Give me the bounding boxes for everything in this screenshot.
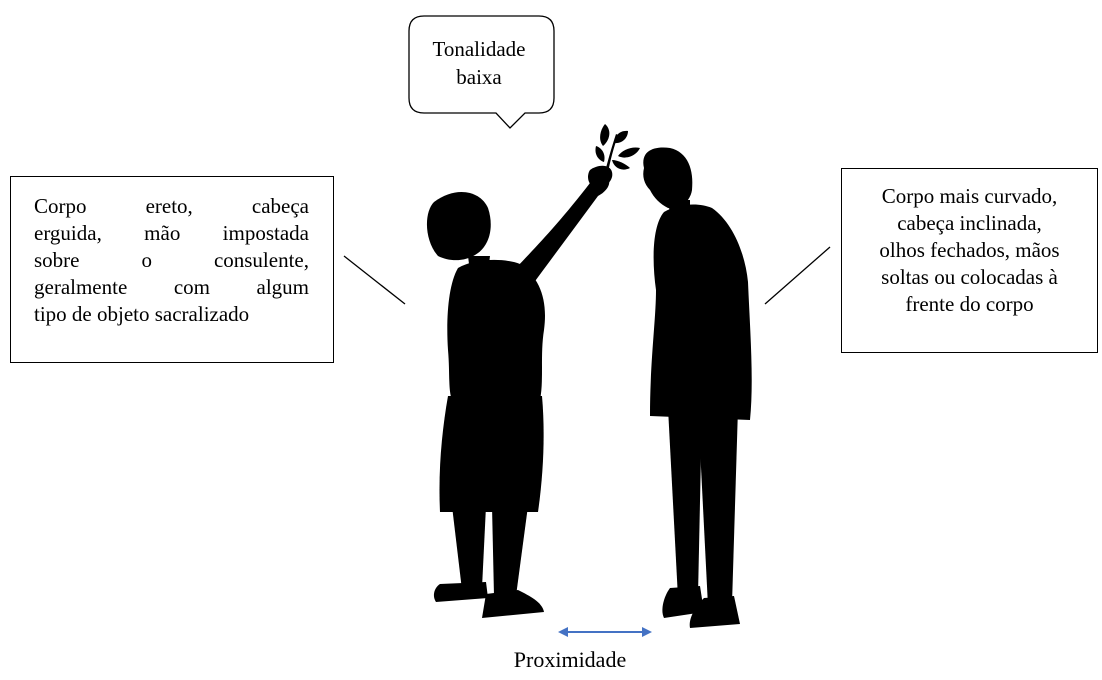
word: mão [144, 221, 181, 245]
speech-bubble-line: Tonalidade [432, 37, 526, 61]
word: com [173, 275, 210, 299]
woman-silhouette [426, 165, 613, 618]
left-box-line: Corpo ereto, cabeça [34, 193, 309, 220]
left-box-line: erguida, mão impostada [34, 220, 309, 247]
word: sobre [34, 248, 80, 272]
right-connector-line [764, 246, 831, 305]
word: o [141, 248, 152, 272]
word: cabeça [251, 194, 309, 218]
word: ereto, [145, 194, 193, 218]
right-description-box: Corpo mais curvado, cabeça inclinada, ol… [841, 168, 1098, 353]
speech-bubble-text: Tonalidade baixa [408, 35, 550, 91]
right-box-line: soltas ou colocadas à [881, 265, 1058, 289]
plant-sprig-icon [595, 124, 640, 173]
left-box-line: sobre o consulente, [34, 247, 309, 274]
right-box-line: olhos fechados, mãos [879, 238, 1060, 262]
word: erguida, [34, 221, 102, 245]
word: algum [256, 275, 310, 299]
man-silhouette [643, 147, 752, 628]
word: impostada [222, 221, 309, 245]
left-description-box: Corpo ereto, cabeça erguida, mão imposta… [10, 176, 334, 363]
right-box-line: cabeça inclinada, [897, 211, 1042, 235]
left-box-line: geralmente com algum [34, 274, 309, 301]
right-box-line: frente do corpo [905, 292, 1034, 316]
word: Corpo [34, 194, 87, 218]
right-box-line: Corpo mais curvado, [881, 184, 1058, 208]
speech-bubble-line: baixa [456, 65, 502, 89]
proximity-label: Proximidade [513, 647, 627, 672]
speech-bubble [408, 15, 555, 129]
left-connector-line [343, 255, 406, 305]
word: consulente, [213, 248, 309, 272]
left-box-line: tipo de objeto sacralizado [34, 301, 309, 328]
word: tipo de objeto sacralizado [34, 302, 250, 326]
word: geralmente [34, 275, 128, 299]
